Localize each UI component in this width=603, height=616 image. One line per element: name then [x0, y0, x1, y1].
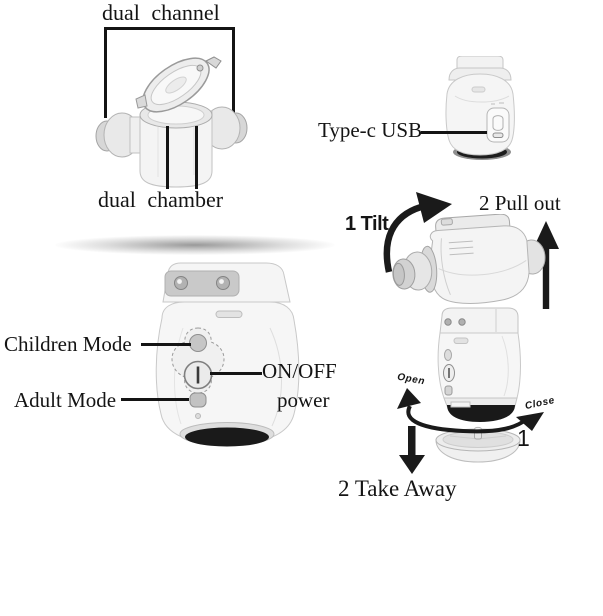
- label-take-away: 2 Take Away: [338, 476, 457, 501]
- children-mode-pointer: [141, 343, 191, 346]
- type-c-usb-pointer: [421, 131, 487, 134]
- cap-studs: [174, 276, 230, 290]
- close-arrowhead: [516, 412, 544, 431]
- device-shadow: [55, 235, 335, 255]
- left-channel-port: [95, 112, 145, 158]
- tilted-chamber-illustration: [392, 214, 546, 304]
- children-mode-button: [189, 334, 207, 352]
- side-control-buttons: [443, 349, 455, 396]
- on-off-pointer: [210, 372, 262, 375]
- lid-latch: [205, 56, 222, 69]
- label-on-off: ON/OFF: [262, 359, 337, 383]
- removable-base-cap: [435, 426, 521, 463]
- main-device-illustration: [155, 262, 300, 447]
- pull-out-arrow-icon: [533, 221, 559, 309]
- take-away-arrow-icon: [399, 426, 425, 474]
- label-dual-chamber: dual chamber: [98, 187, 224, 212]
- usb-device-illustration: [445, 56, 515, 160]
- tilt-arrow-icon: [383, 192, 452, 273]
- label-step-rotate: 1: [517, 425, 530, 451]
- dual-chamber-pointer-right: [195, 126, 198, 189]
- base-device-illustration: [435, 307, 521, 463]
- dual-channel-bracket: [104, 27, 235, 118]
- label-step-tilt: 1 Tilt: [345, 213, 389, 235]
- open-arrowhead: [397, 388, 421, 409]
- left-port: [392, 245, 438, 293]
- dual-chamber-pointer-left: [166, 126, 169, 189]
- device-base: [185, 427, 269, 447]
- label-power: power: [277, 388, 330, 412]
- adult-mode-pointer: [121, 398, 189, 401]
- label-step-pull-out: 2 Pull out: [479, 191, 561, 215]
- dual-chamber-device-illustration: [95, 56, 248, 188]
- device-base: [447, 405, 515, 422]
- label-type-c-usb: Type-c USB: [318, 118, 423, 142]
- usb-c-port-door: [486, 102, 510, 143]
- adult-mode-button: [189, 392, 207, 408]
- label-children-mode: Children Mode: [4, 332, 132, 356]
- label-dual-channel: dual channel: [102, 0, 220, 25]
- rotate-arrow-icon: [397, 388, 544, 434]
- label-adult-mode: Adult Mode: [14, 388, 117, 412]
